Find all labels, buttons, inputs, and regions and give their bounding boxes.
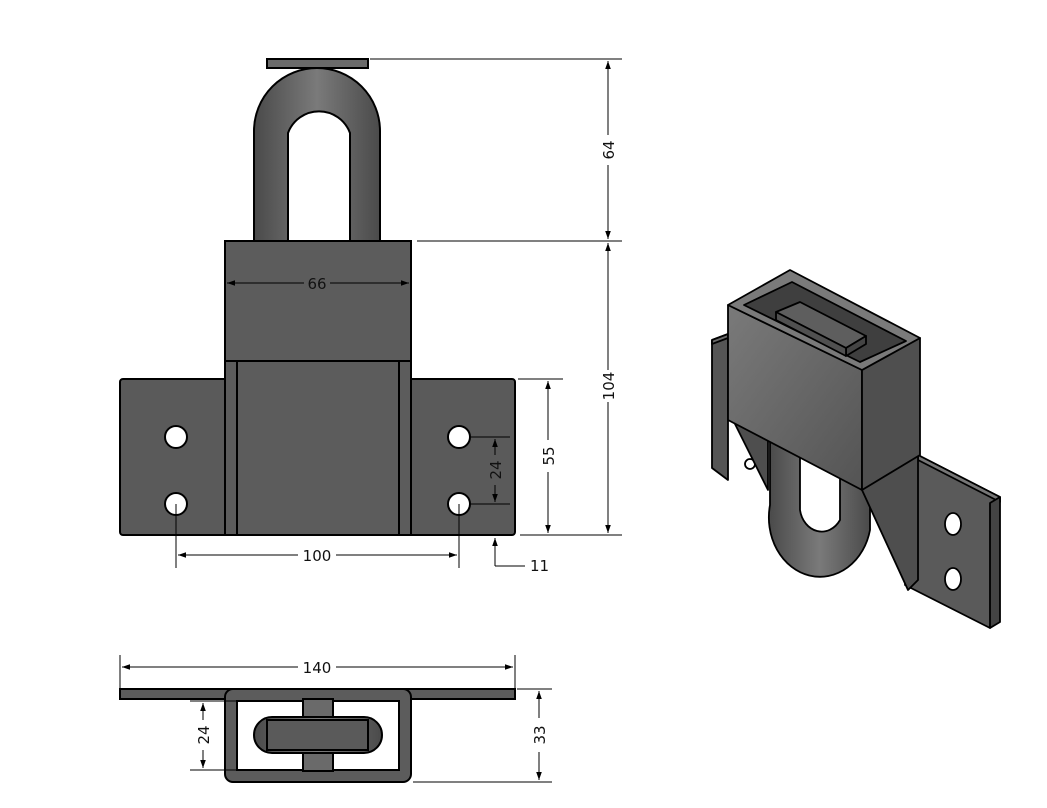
- dim-label-55: 55: [540, 446, 558, 465]
- dim-offset: 11: [492, 538, 549, 575]
- shackle-top-plate: [266, 58, 369, 69]
- dim-bottom-inner: 24: [190, 700, 236, 771]
- dim-label-24-holes: 24: [487, 460, 505, 479]
- bottom-plate: [266, 719, 369, 751]
- dim-label-66: 66: [307, 275, 326, 293]
- dim-label-64: 64: [600, 140, 618, 159]
- lower-body: [224, 360, 412, 536]
- dim-hole-spacing-horizontal: 100: [175, 504, 460, 568]
- mounting-hole: [447, 425, 471, 449]
- dim-label-33: 33: [531, 725, 549, 744]
- front-view: [119, 58, 516, 536]
- dim-bottom-depth: 33: [413, 688, 552, 783]
- dim-label-100: 100: [303, 547, 332, 565]
- dim-overall-width: 140: [119, 655, 516, 688]
- upper-body: [224, 240, 412, 362]
- mounting-hole: [164, 425, 188, 449]
- dim-label-140: 140: [303, 659, 332, 677]
- shackle-loop: [253, 67, 381, 242]
- bottom-view: [119, 688, 516, 783]
- isometric-view: [711, 269, 1001, 629]
- dim-label-24-bottom: 24: [195, 725, 213, 744]
- dim-label-104: 104: [600, 372, 618, 401]
- dim-body-width: 66: [227, 275, 409, 293]
- dim-vertical-right: 64 104: [370, 58, 622, 536]
- dim-flange-height: 55: [518, 378, 563, 533]
- dim-hole-spacing-vertical: 24: [471, 436, 510, 505]
- dim-label-11: 11: [530, 557, 549, 575]
